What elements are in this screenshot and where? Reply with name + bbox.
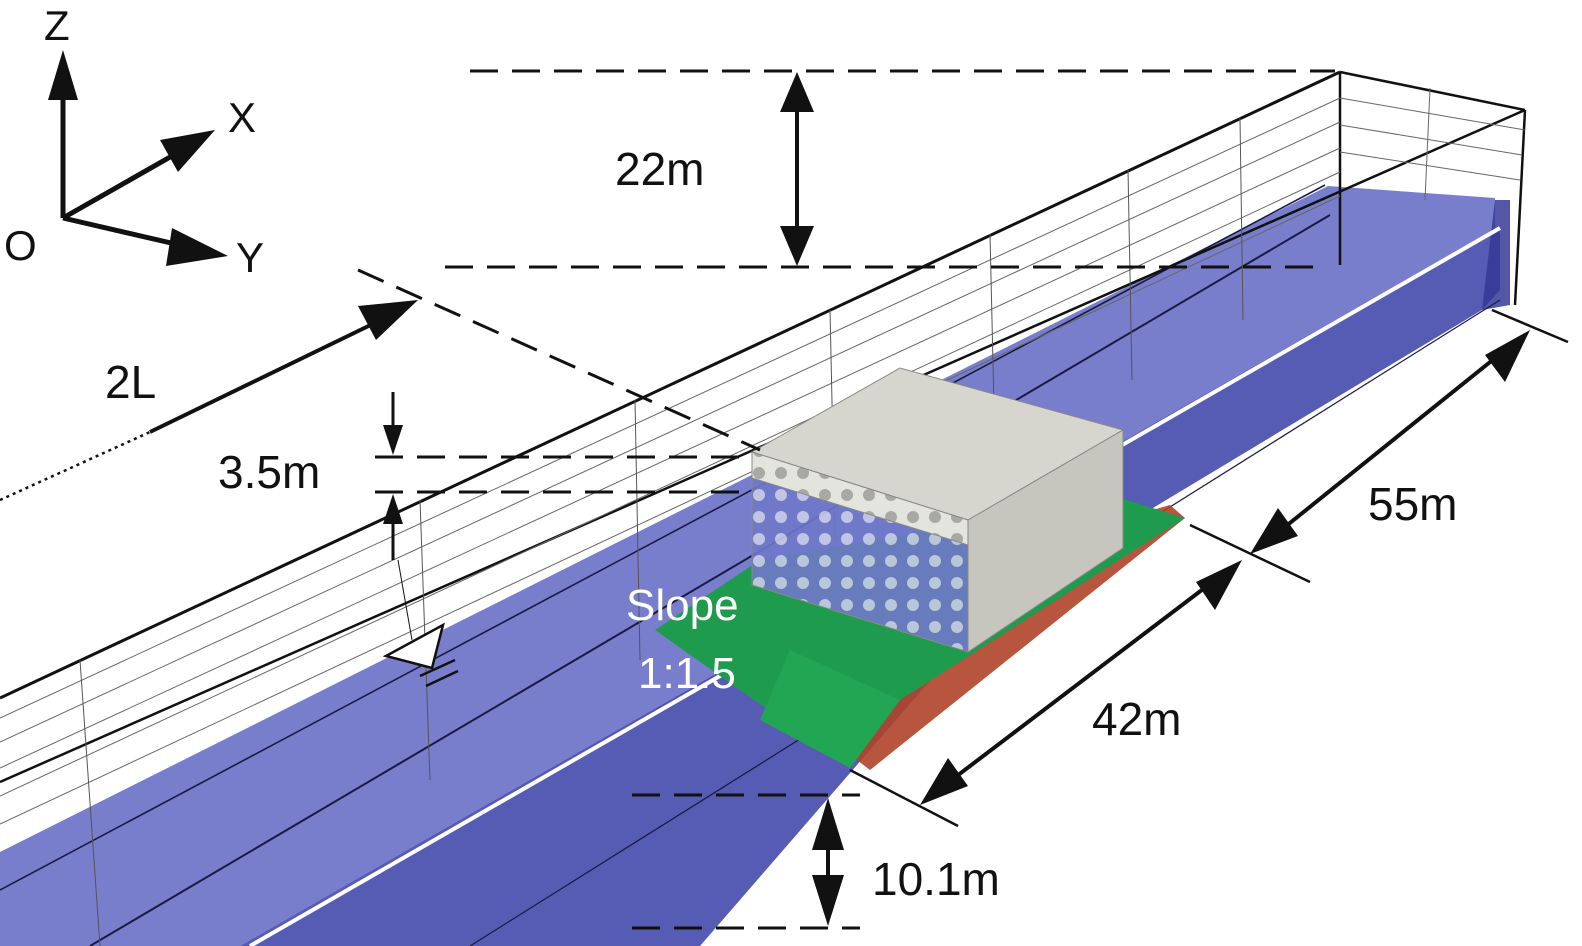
end-grid-line <box>1339 124 1523 156</box>
wall-grid-line <box>0 121 1341 743</box>
z-axis-label: Z <box>44 2 70 49</box>
dim-22m-arrowhead-down-icon <box>780 226 814 266</box>
wall-grid-line <box>0 171 1341 797</box>
end-grid-line <box>1424 87 1431 201</box>
dim-42m-arrowhead-far-icon <box>1196 560 1242 610</box>
dim-3.5m-arrowhead-down-icon <box>383 425 403 455</box>
dim-3.5m-leader <box>397 559 413 641</box>
wall-grid-vertical <box>1127 169 1133 381</box>
water-level-symbol-icon <box>382 622 445 670</box>
coordinate-axes: Z X Y O <box>4 2 264 281</box>
wall-grid-vertical <box>634 399 641 661</box>
armor-slope-lower <box>760 650 900 768</box>
label-2l: 2L <box>105 356 156 408</box>
slope-label-line1: Slope <box>626 581 739 630</box>
x-arrowhead-icon <box>160 130 215 172</box>
end-grid-line <box>1339 97 1526 131</box>
dim-10.1m-arrowhead-up-icon <box>812 798 844 850</box>
wall-grid-line <box>0 97 1341 719</box>
dimension-annotations <box>0 69 1569 930</box>
y-arrowhead-icon <box>166 228 228 266</box>
x-axis-label: X <box>228 94 256 141</box>
label-3.5m: 3.5m <box>218 446 320 498</box>
dim-22m-arrowhead-up-icon <box>780 72 814 112</box>
end-grid-line <box>1339 151 1521 181</box>
dim-2l-arrowhead-icon <box>358 300 418 340</box>
water-level-tick-1 <box>419 658 456 678</box>
slope-label-line2: 1:1.5 <box>638 649 736 698</box>
label-55m: 55m <box>1368 478 1457 530</box>
tank-end-top <box>1339 70 1526 112</box>
dim-55m-arrow <box>1273 348 1507 537</box>
y-axis-label: Y <box>236 234 264 281</box>
dim-2l-arrow <box>149 316 386 434</box>
label-42m: 42m <box>1092 693 1181 745</box>
breakwater-structure <box>655 367 1185 770</box>
tank-top-edge-back <box>0 70 1341 700</box>
dim-10.1m-arrowhead-down-icon <box>812 875 844 926</box>
water-front-end <box>1482 200 1510 310</box>
dim-42m-ext-near <box>849 768 959 828</box>
dim-55m-arrowhead-near-icon <box>1250 508 1298 554</box>
dimension-labels: 22m 2L 3.5m 55m 42m 10.1m Slope 1:1.5 <box>105 143 1457 905</box>
tank-bottom-line-2 <box>0 184 1326 891</box>
dim-3.5m-arrowhead-up-icon <box>383 494 403 524</box>
wall-grid-line <box>0 195 1341 825</box>
dim-2l-reference-dash <box>357 268 761 452</box>
tank-end-vertical-front <box>1513 109 1527 306</box>
z-arrowhead-icon <box>48 50 78 100</box>
caisson-side-face <box>967 429 1124 653</box>
wall-grid-vertical <box>1239 117 1244 321</box>
tank-bottom-line-1 <box>89 214 1331 946</box>
label-22m: 22m <box>615 143 704 195</box>
dim-2l-dotted <box>0 430 151 502</box>
wall-grid-vertical <box>79 659 101 946</box>
dim-42m-arrow <box>943 578 1217 787</box>
origin-label: O <box>4 222 37 269</box>
label-10.1m: 10.1m <box>872 853 1000 905</box>
dim-55m-ext-far <box>1491 308 1569 344</box>
water-surface <box>0 186 1495 946</box>
dim-55m-arrowhead-far-icon <box>1485 330 1530 382</box>
dim-55m-ext-near <box>1189 523 1311 584</box>
dim-42m-arrowhead-near-icon <box>920 758 968 805</box>
water-level-tick-2 <box>425 669 459 688</box>
